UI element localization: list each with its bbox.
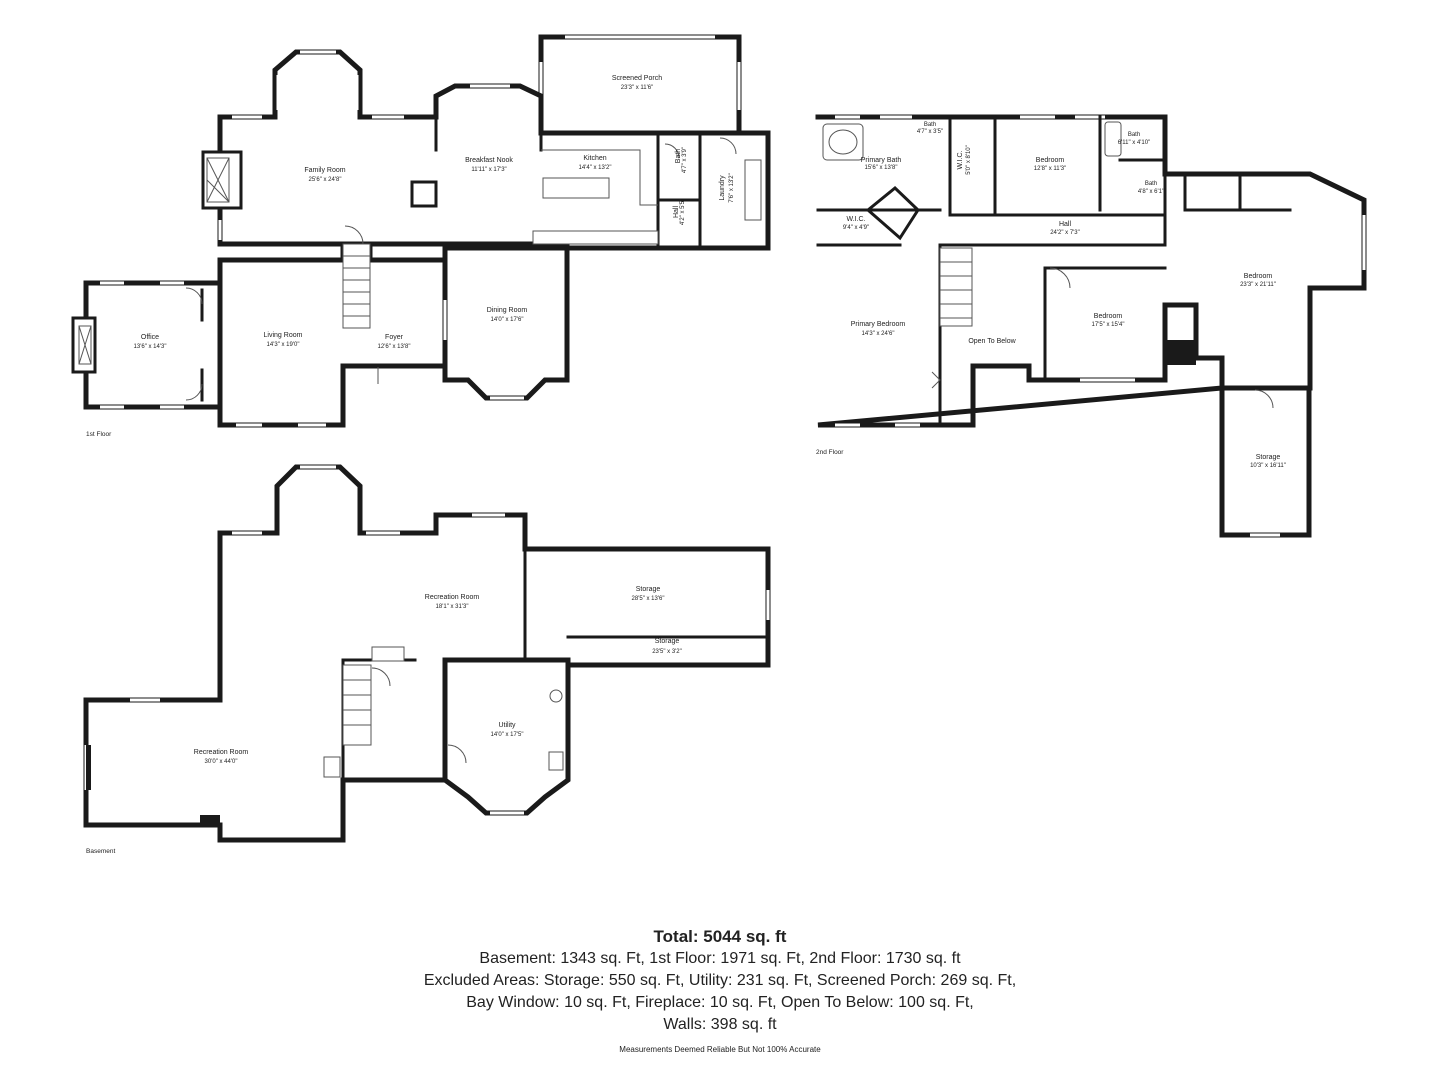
bath-2-name: Bath (1128, 132, 1140, 138)
bath-small-name: Bath (924, 122, 936, 128)
wic-1-name: W.I.C. (957, 150, 964, 169)
first-floor-labels: Family Room 25'6" x 24'8" Breakfast Nook… (86, 75, 735, 438)
foyer-dim: 12'6" x 13'8" (378, 344, 411, 350)
open-to-below-name: Open To Below (968, 338, 1016, 345)
dining-room-name: Dining Room (487, 307, 528, 314)
dining-room-dim: 14'0" x 17'6" (491, 317, 524, 323)
storage-b1-dim: 28'5" x 13'6" (632, 596, 665, 602)
bedroom-2-dim: 23'3" x 21'11" (1240, 282, 1276, 288)
storage-b2-name: Storage (655, 638, 680, 645)
primary-bath-name: Primary Bath (861, 157, 902, 164)
family-room-name: Family Room (304, 167, 345, 174)
utility-dim: 14'0" x 17'5" (491, 732, 524, 738)
bath-3-name: Bath (1145, 181, 1157, 187)
total-area: Total: 5044 sq. ft (653, 927, 787, 946)
bath-1-name: Bath (675, 149, 682, 164)
wic-2-dim: 9'4" x 4'9" (843, 225, 869, 231)
hall-2-name: Hall (1059, 221, 1072, 228)
primary-bath-dim: 15'6" x 13'8" (865, 165, 898, 171)
first-floor-plan (71, 34, 771, 428)
hall-1-dim: 4'2" x 5'5" (680, 199, 686, 225)
breakfast-nook-name: Breakfast Nook (465, 157, 513, 164)
bedroom-2-name: Bedroom (1244, 273, 1273, 280)
storage-2f-dim: 10'3" x 16'11" (1250, 463, 1286, 469)
storage-b2-dim: 23'5" x 3'2" (652, 649, 682, 655)
wic-2-name: W.I.C. (846, 216, 865, 223)
recreation-room-1-name: Recreation Room (425, 594, 480, 601)
bedroom-1-name: Bedroom (1036, 157, 1065, 164)
basement-labels: Recreation Room 18'1" x 31'3" Storage 28… (86, 586, 682, 855)
foyer-name: Foyer (385, 334, 404, 341)
screened-porch-dim: 23'3" x 11'6" (621, 85, 653, 91)
storage-2f-name: Storage (1256, 454, 1281, 461)
laundry-dim: 7'6" x 13'2" (729, 173, 735, 203)
summary-line: Basement: 1343 sq. Ft, 1st Floor: 1971 s… (479, 950, 961, 967)
first-floor-label: 1st Floor (86, 431, 112, 438)
utility-name: Utility (498, 722, 516, 729)
living-room-dim: 14'3" x 19'0" (267, 342, 300, 348)
basement-label: Basement (86, 848, 115, 855)
storage-b1-name: Storage (636, 586, 661, 593)
screened-porch-name: Screened Porch (612, 75, 662, 82)
summary-line: Walls: 398 sq. ft (663, 1016, 777, 1033)
second-floor-label: 2nd Floor (816, 449, 844, 456)
second-floor-labels: Primary Bath 15'6" x 13'8" Bath 4'7" x 3… (816, 122, 1286, 469)
hall-2-dim: 24'2" x 7'3" (1050, 230, 1080, 236)
office-dim: 13'6" x 14'3" (134, 344, 167, 350)
basement-plan (83, 464, 771, 843)
recreation-room-1-dim: 18'1" x 31'3" (436, 604, 469, 610)
disclaimer: Measurements Deemed Reliable But Not 100… (619, 1045, 821, 1054)
bedroom-3-name: Bedroom (1094, 313, 1123, 320)
kitchen-name: Kitchen (583, 155, 606, 162)
hall-1-name: Hall (673, 206, 680, 219)
recreation-room-2-dim: 30'0" x 44'0" (205, 759, 238, 765)
family-room-dim: 25'6" x 24'8" (309, 177, 342, 183)
bedroom-3-dim: 17'5" x 15'4" (1092, 322, 1125, 328)
primary-bedroom-dim: 14'3" x 24'6" (862, 331, 895, 337)
bedroom-1-dim: 12'8" x 11'3" (1034, 166, 1066, 172)
area-summary: Total: 5044 sq. ft Basement: 1343 sq. Ft… (0, 926, 1440, 1036)
wic-1-dim: 5'0" x 8'10" (966, 145, 972, 175)
bath-1-dim: 4'7" x 3'9" (682, 147, 688, 173)
bath-2-dim: 6'11" x 4'10" (1118, 140, 1150, 146)
laundry-name: Laundry (719, 175, 726, 201)
bath-3-dim: 4'8" x 6'1" (1138, 189, 1164, 195)
summary-line: Bay Window: 10 sq. Ft, Fireplace: 10 sq.… (466, 994, 974, 1011)
kitchen-dim: 14'4" x 13'2" (579, 165, 612, 171)
bath-small-dim: 4'7" x 3'5" (917, 129, 943, 135)
second-floor-plan (815, 114, 1367, 538)
breakfast-nook-dim: 11'11" x 17'3" (471, 167, 506, 173)
office-name: Office (141, 334, 159, 341)
living-room-name: Living Room (264, 332, 303, 339)
primary-bedroom-name: Primary Bedroom (851, 321, 906, 328)
recreation-room-2-name: Recreation Room (194, 749, 249, 756)
summary-line: Excluded Areas: Storage: 550 sq. Ft, Uti… (423, 972, 1017, 989)
